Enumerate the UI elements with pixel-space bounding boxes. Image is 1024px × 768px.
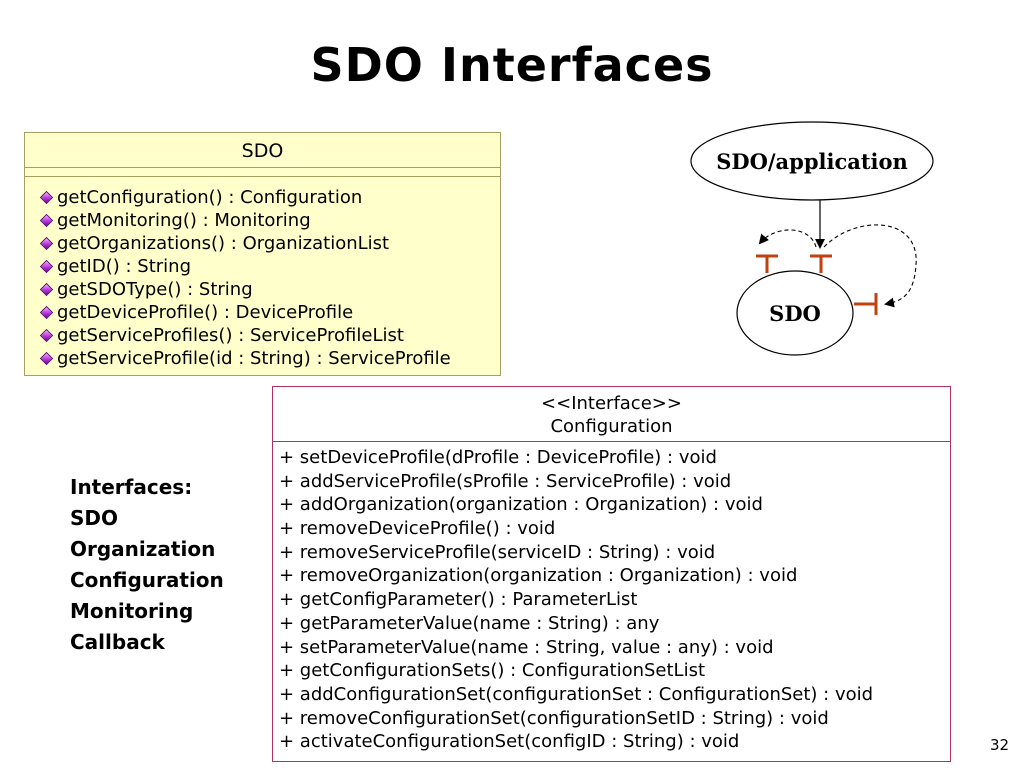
interface-port-right [854,293,878,315]
operation-label: getMonitoring() : Monitoring [57,210,311,231]
sdo-application-diagram: SDO/application SDO [690,121,934,356]
sdo-class-name: SDO [25,133,500,168]
callback-arrow-right [823,224,917,308]
configuration-operation: + setParameterValue(name : String, value… [279,636,774,658]
sdo-class-operations: getConfiguration() : Configuration getMo… [25,177,500,370]
sdo-operation: getServiceProfiles() : ServiceProfileLis… [39,324,500,347]
sdo-operation: getOrganizations() : OrganizationList [39,232,500,255]
configuration-class-name: Configuration [550,416,673,437]
operation-label: getServiceProfiles() : ServiceProfileLis… [57,325,404,346]
configuration-interface-box: <<Interface>> Configuration + setDeviceP… [272,386,951,762]
operation-label: getOrganizations() : OrganizationList [57,233,390,254]
callback-arrow-left [758,229,817,248]
sdo-class-box: SDO getConfiguration() : Configuration g… [24,132,501,376]
sdo-operation: getMonitoring() : Monitoring [39,209,500,232]
sdo-label: SDO [769,301,821,326]
application-ellipse [690,121,934,201]
operation-icon [39,328,54,343]
interface-item: Monitoring [70,599,194,623]
configuration-operation: + addOrganization(organization : Organiz… [279,494,763,516]
sdo-operation: getDeviceProfile() : DeviceProfile [39,301,500,324]
sdo-operation: getConfiguration() : Configuration [39,186,500,209]
configuration-operation: + removeDeviceProfile() : void [279,518,556,540]
configuration-operation: + removeServiceProfile(serviceID : Strin… [279,541,716,563]
configuration-operation: + getParameterValue(name : String) : any [279,612,660,634]
operation-icon [39,305,54,320]
operation-label: getServiceProfile(id : String) : Service… [57,348,451,369]
operation-label: getID() : String [57,256,191,277]
interface-item: Callback [70,630,165,654]
operation-icon [39,213,54,228]
interfaces-heading: Interfaces: [70,475,193,499]
configuration-operation: + addServiceProfile(sProfile : ServicePr… [279,470,732,492]
configuration-operation: + getConfigParameter() : ParameterList [279,589,638,611]
operation-icon [39,259,54,274]
operation-icon [39,351,54,366]
configuration-operation: + removeOrganization(organization : Orga… [279,565,798,587]
interface-port-center [810,254,832,273]
configuration-header: <<Interface>> Configuration [273,387,950,442]
operation-label: getSDOType() : String [57,279,253,300]
operation-label: getDeviceProfile() : DeviceProfile [57,302,354,323]
configuration-operation: + activateConfigurationSet(configID : St… [279,731,740,753]
interfaces-list: Interfaces: SDO Organization Configurati… [70,472,224,658]
page-number: 32 [990,736,1010,754]
sdo-class-attributes [25,168,500,177]
configuration-operation: + addConfigurationSet(configurationSet :… [279,683,874,705]
sdo-operation: getID() : String [39,255,500,278]
interface-item: SDO [70,506,119,530]
operation-label: getConfiguration() : Configuration [57,187,363,208]
stereotype-label: <<Interface>> [541,393,682,414]
interface-port-left [756,254,778,273]
operation-icon [39,282,54,297]
interface-item: Organization [70,537,216,561]
sdo-operation: getSDOType() : String [39,278,500,301]
sdo-operation: getServiceProfile(id : String) : Service… [39,347,500,370]
configuration-operation: + setDeviceProfile(dProfile : DeviceProf… [279,447,717,468]
application-label: SDO/application [716,149,908,174]
sdo-ellipse [736,270,854,356]
configuration-operation: + getConfigurationSets() : Configuration… [279,660,706,682]
slide-title: SDO Interfaces [310,38,714,92]
operation-icon [39,190,54,205]
operation-icon [39,236,54,251]
interface-item: Configuration [70,568,224,592]
configuration-operations: + setDeviceProfile(dProfile : DeviceProf… [273,442,950,754]
configuration-operation: + removeConfigurationSet(configurationSe… [279,707,829,729]
